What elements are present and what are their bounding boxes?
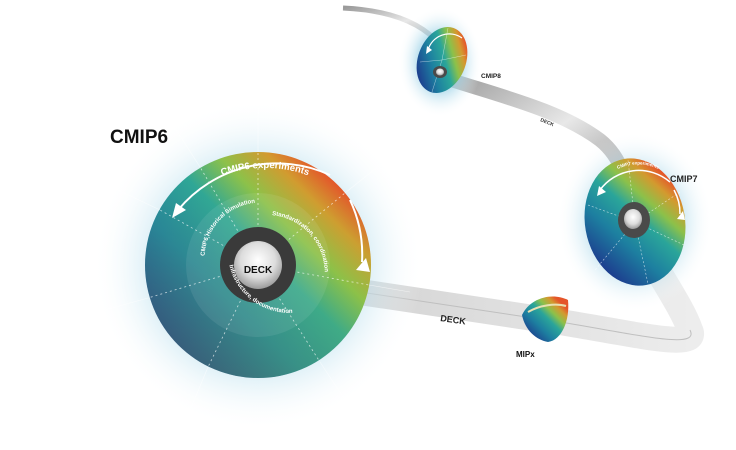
cmip7-arrow-down-icon <box>677 211 685 220</box>
mipx-label: MIPx <box>516 350 535 359</box>
cmip8-arrow-icon <box>426 46 432 54</box>
arrow-down-icon <box>356 258 370 272</box>
ribbon-deck-label: DECK <box>440 313 467 327</box>
svg-text:CMIP7 experiments: CMIP7 experiments <box>616 160 660 170</box>
cmip7-label: CMIP7 <box>670 174 698 184</box>
arrow-left-icon <box>172 203 186 218</box>
cmip7-wheel <box>557 132 713 312</box>
mipx-element <box>522 296 569 342</box>
cmip6-wheel <box>93 100 423 430</box>
deck-center-label: DECK <box>244 265 273 276</box>
cmip8-wheel <box>398 7 482 117</box>
ribbon-deck-upper-label: DECK <box>539 117 555 128</box>
cmip8-label: CMIP8 <box>481 73 501 80</box>
cmip6-title: CMIP6 <box>110 127 168 148</box>
cmip7-arrow-icon <box>597 186 606 196</box>
cmip7-experiments-label: CMIP7 experiments <box>616 160 660 170</box>
